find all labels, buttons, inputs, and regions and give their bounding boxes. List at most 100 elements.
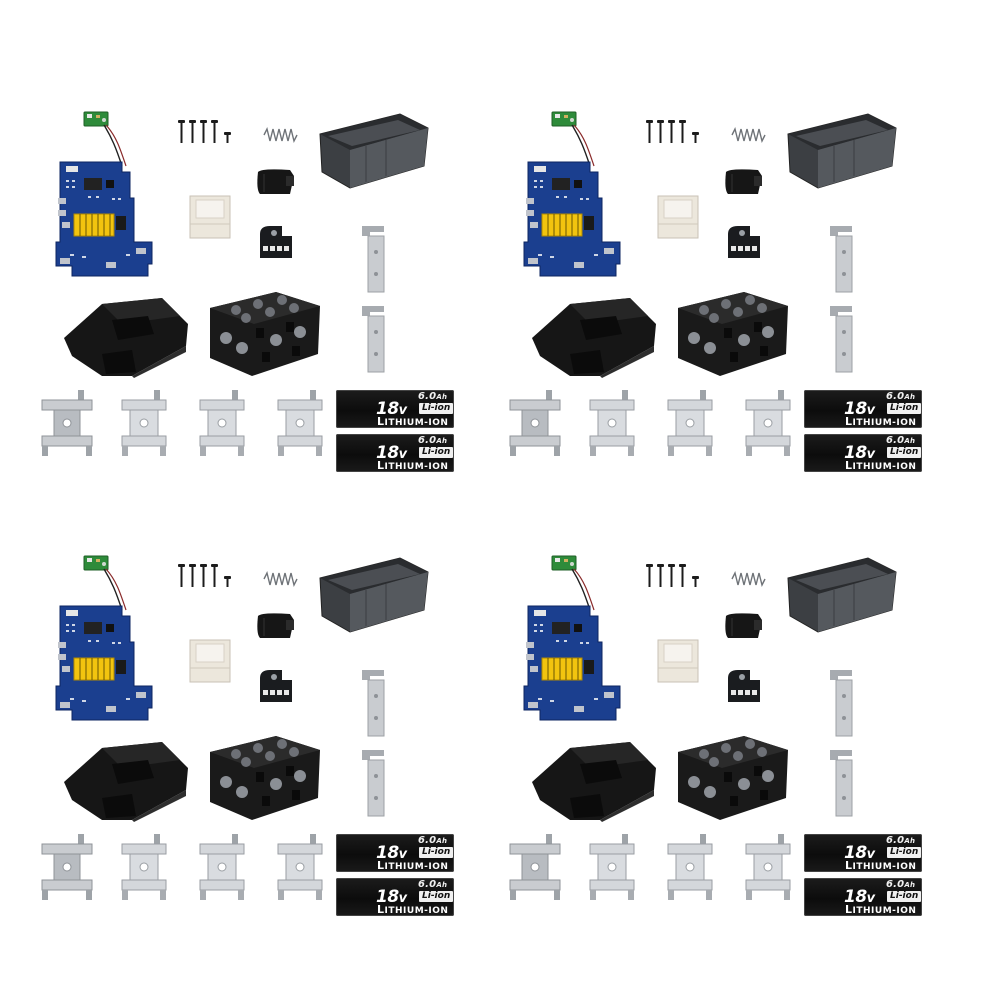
- capacity-text: 6.0: [418, 435, 437, 446]
- capacity-unit: Ah: [904, 881, 916, 889]
- battery-label-sticker: 6.0Ah 18v Li-ion LITHIUM-ION: [804, 878, 922, 916]
- latch-button: [257, 169, 294, 194]
- capacity-text: 6.0: [886, 391, 905, 402]
- led-board: [551, 555, 595, 611]
- chemistry-badge: Li-ion: [419, 891, 454, 902]
- battery-top-cover: [532, 742, 656, 822]
- cell-type-text: LITHIUM-ION: [377, 415, 449, 428]
- led-indicator-cover: [260, 226, 292, 258]
- screws: [646, 120, 699, 143]
- metal-connector-plate: [121, 834, 167, 900]
- capacity-unit: Ah: [436, 437, 448, 445]
- capacity-unit: Ah: [436, 881, 448, 889]
- led-indicator-cover: [260, 670, 292, 702]
- battery-bottom-shell: [787, 113, 897, 189]
- metal-connector-plate: [277, 834, 323, 900]
- white-clip: [657, 639, 699, 683]
- capacity-text: 6.0: [418, 835, 437, 846]
- screws: [178, 120, 231, 143]
- voltage-text: 18: [376, 887, 399, 907]
- cell-type-text: LITHIUM-ION: [377, 859, 449, 872]
- capacity-text: 6.0: [886, 879, 905, 890]
- nickel-strip-terminal: [362, 226, 385, 293]
- cell-holder-bracket: [210, 736, 320, 820]
- capacity-text: 6.0: [886, 435, 905, 446]
- battery-top-cover: [532, 298, 656, 378]
- parts-kit: 6.0Ah 18v Li-ion LITHIUM-ION 6.0Ah 18v L…: [508, 108, 938, 508]
- cell-type-text: LITHIUM-ION: [845, 859, 917, 872]
- capacity-unit: Ah: [436, 393, 448, 401]
- voltage-text: 18: [376, 399, 399, 419]
- spring: [263, 570, 298, 588]
- metal-connector-plate: [509, 834, 561, 900]
- parts-kit: 6.0Ah 18v Li-ion LITHIUM-ION 6.0Ah 18v L…: [40, 108, 470, 508]
- chemistry-badge: Li-ion: [887, 403, 922, 414]
- nickel-strip-terminal: [362, 306, 385, 373]
- voltage-text: 18: [376, 443, 399, 463]
- nickel-strip-terminal: [362, 670, 385, 737]
- bms-circuit-board: [523, 605, 621, 721]
- cell-holder-bracket: [210, 292, 320, 376]
- latch-button: [257, 613, 294, 638]
- cell-type-text: LITHIUM-ION: [845, 459, 917, 472]
- battery-top-cover: [64, 742, 188, 822]
- capacity-text: 6.0: [418, 391, 437, 402]
- metal-connector-plate: [589, 834, 635, 900]
- metal-connector-plate: [277, 390, 323, 456]
- cell-type-text: LITHIUM-ION: [845, 415, 917, 428]
- cell-holder-bracket: [678, 292, 788, 376]
- parts-kit: 6.0Ah 18v Li-ion LITHIUM-ION 6.0Ah 18v L…: [508, 552, 938, 952]
- bms-circuit-board: [55, 161, 153, 277]
- voltage-text: 18: [844, 399, 867, 419]
- battery-label-sticker: 6.0Ah 18v Li-ion LITHIUM-ION: [336, 434, 454, 472]
- latch-button: [725, 613, 762, 638]
- spring: [731, 570, 766, 588]
- spring: [731, 126, 766, 144]
- chemistry-badge: Li-ion: [419, 447, 454, 458]
- battery-label-sticker: 6.0Ah 18v Li-ion LITHIUM-ION: [804, 434, 922, 472]
- voltage-unit: v: [398, 891, 407, 906]
- metal-connector-plate: [745, 834, 791, 900]
- nickel-strip-terminal: [830, 750, 853, 817]
- battery-label-sticker: 6.0Ah 18v Li-ion LITHIUM-ION: [804, 390, 922, 428]
- white-clip: [189, 195, 231, 239]
- voltage-unit: v: [866, 403, 875, 418]
- battery-bottom-shell: [319, 557, 429, 633]
- cell-type-text: LITHIUM-ION: [377, 903, 449, 916]
- led-indicator-cover: [728, 226, 760, 258]
- metal-connector-plate: [199, 390, 245, 456]
- battery-top-cover: [64, 298, 188, 378]
- capacity-text: 6.0: [418, 879, 437, 890]
- capacity-text: 6.0: [886, 835, 905, 846]
- metal-connector-plate: [509, 390, 561, 456]
- led-board: [551, 111, 595, 167]
- metal-connector-plate: [121, 390, 167, 456]
- metal-connector-plate: [199, 834, 245, 900]
- battery-label-sticker: 6.0Ah 18v Li-ion LITHIUM-ION: [804, 834, 922, 872]
- voltage-text: 18: [844, 843, 867, 863]
- voltage-text: 18: [376, 843, 399, 863]
- cell-type-text: LITHIUM-ION: [845, 903, 917, 916]
- latch-button: [725, 169, 762, 194]
- voltage-unit: v: [398, 447, 407, 462]
- chemistry-badge: Li-ion: [887, 847, 922, 858]
- capacity-unit: Ah: [904, 837, 916, 845]
- voltage-unit: v: [866, 891, 875, 906]
- spring: [263, 126, 298, 144]
- voltage-text: 18: [844, 443, 867, 463]
- capacity-unit: Ah: [904, 393, 916, 401]
- bms-circuit-board: [55, 605, 153, 721]
- led-indicator-cover: [728, 670, 760, 702]
- chemistry-badge: Li-ion: [887, 447, 922, 458]
- white-clip: [657, 195, 699, 239]
- metal-connector-plate: [589, 390, 635, 456]
- capacity-unit: Ah: [436, 837, 448, 845]
- metal-connector-plate: [41, 390, 93, 456]
- nickel-strip-terminal: [830, 670, 853, 737]
- metal-connector-plate: [667, 834, 713, 900]
- parts-kit: 6.0Ah 18v Li-ion LITHIUM-ION 6.0Ah 18v L…: [40, 552, 470, 952]
- white-clip: [189, 639, 231, 683]
- chemistry-badge: Li-ion: [887, 891, 922, 902]
- capacity-unit: Ah: [904, 437, 916, 445]
- voltage-unit: v: [866, 447, 875, 462]
